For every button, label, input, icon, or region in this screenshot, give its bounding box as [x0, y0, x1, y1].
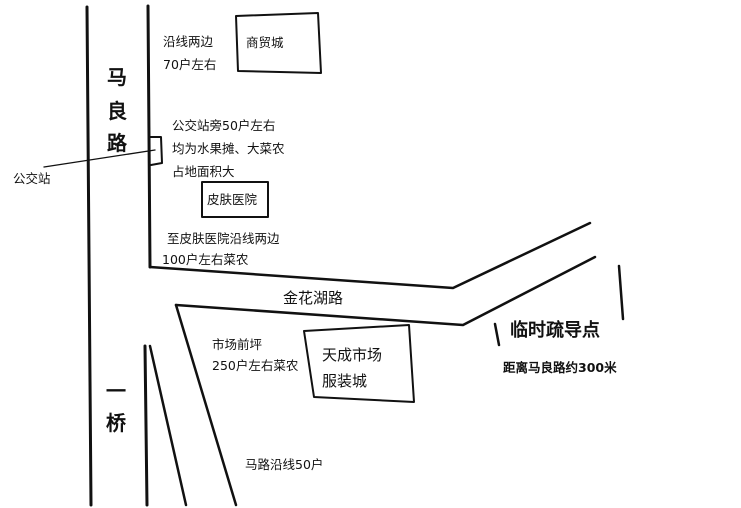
- trade-city-label: 商贸城: [246, 35, 284, 50]
- maliang-road-char-1: 马: [107, 65, 127, 89]
- bus-stop-side-line2: 均为水果摊、大菜农: [172, 141, 285, 156]
- jinhuahu-road-upper-edge: [148, 221, 592, 290]
- temp-site-left-mark: [493, 322, 501, 347]
- maliang-road-right-edge-upper: [146, 4, 152, 269]
- jinhuahu-road-label: 金花湖路: [283, 289, 343, 307]
- skin-hospital-label: 皮肤医院: [207, 192, 258, 207]
- to-hospital-line1: 至皮肤医院沿线两边: [167, 231, 280, 246]
- maliang-road-left-edge: [85, 5, 93, 507]
- roadside-label-line2: 70户左右: [163, 57, 216, 72]
- bus-stop-pointer: [43, 149, 156, 168]
- maliang-road-right-edge-lower: [143, 344, 149, 507]
- bus-stop-side-line3: 占地面积大: [172, 164, 235, 179]
- maliang-road-char-2: 良: [107, 99, 127, 123]
- bus-stop-label: 公交站: [13, 171, 51, 186]
- yiqiao-char-2: 桥: [106, 411, 127, 435]
- trade-city-building: [235, 12, 322, 74]
- roadside-label-line1: 沿线两边: [163, 34, 214, 49]
- tiancheng-market-building: [303, 324, 415, 403]
- temp-site-right-mark: [617, 264, 625, 321]
- horse-road-label: 马路沿线50户: [245, 457, 323, 472]
- temp-site-distance: 距离马良路约300米: [503, 360, 617, 375]
- bus-stop-side-line1: 公交站旁50户左右: [172, 118, 275, 133]
- bus-stop-marker: [149, 136, 163, 166]
- tiancheng-label-line1: 天成市场: [322, 346, 382, 364]
- horse-road-edge-left: [148, 344, 188, 507]
- tiancheng-label-line2: 服装城: [322, 372, 367, 390]
- temp-site-title: 临时疏导点: [510, 319, 600, 341]
- market-front-line2: 250户左右菜农: [212, 358, 299, 373]
- skin-hospital-building: [201, 181, 269, 218]
- jinhuahu-road-lower-edge: [174, 255, 597, 327]
- maliang-road-char-3: 路: [107, 131, 128, 155]
- horse-road-edge-right: [174, 303, 238, 507]
- to-hospital-line2: 100户左右菜农: [162, 252, 249, 267]
- market-front-line1: 市场前坪: [212, 337, 262, 352]
- yiqiao-char-1: 一: [106, 379, 126, 403]
